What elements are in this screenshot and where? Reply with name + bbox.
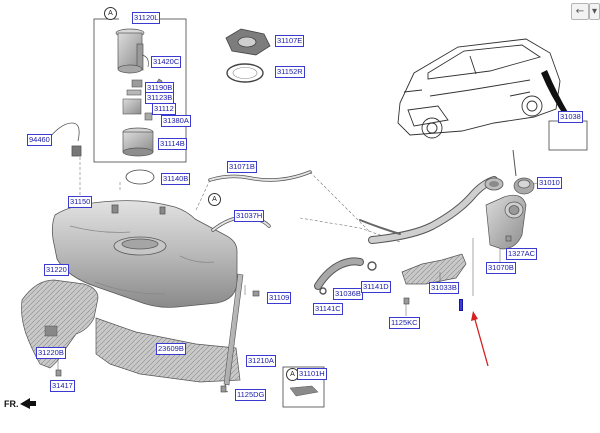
part-label-31101h[interactable]: 31101H <box>297 368 327 380</box>
tank-strap <box>223 273 244 386</box>
part-31112 <box>122 98 142 115</box>
part-label-31417[interactable]: 31417 <box>50 380 75 392</box>
part-label-31120l[interactable]: 31120L <box>132 12 161 24</box>
part-31114b <box>122 127 154 157</box>
part-94460 <box>49 122 82 157</box>
part-label-31152r[interactable]: 31152R <box>275 66 305 78</box>
part-label-highlighted[interactable] <box>459 299 463 311</box>
part-label-94460[interactable]: 94460 <box>27 134 52 146</box>
part-label-1327ac[interactable]: 1327AC <box>506 248 538 260</box>
highlight-arrow <box>471 311 489 367</box>
filler-housing <box>485 194 527 250</box>
clip-31109 <box>252 290 260 297</box>
front-direction-arrow <box>20 398 36 409</box>
part-31190b <box>131 79 143 88</box>
part-label-23609b[interactable]: 23609B <box>156 343 186 355</box>
filler-area-callout <box>541 70 569 117</box>
part-label-31107e[interactable]: 31107E <box>275 35 305 47</box>
bolt-1125kc <box>403 297 410 305</box>
part-label-31112[interactable]: 31112 <box>152 103 176 115</box>
part-label-31010[interactable]: 31010 <box>537 177 562 189</box>
fuel-cap <box>513 177 535 195</box>
part-label-31033b[interactable]: 31033B <box>429 282 459 294</box>
part-label-1125dg[interactable]: 1125DG <box>235 389 267 401</box>
part-31140b-ring <box>125 169 155 185</box>
vehicle-illustration <box>397 38 561 139</box>
part-31038-box <box>548 120 588 151</box>
part-label-31140b[interactable]: 31140B <box>161 173 191 185</box>
part-label-31380a[interactable]: 31380A <box>161 115 191 127</box>
part-label-31141d[interactable]: 31141D <box>361 281 391 293</box>
part-label-31220b[interactable]: 31220B <box>36 347 66 359</box>
fuel-pump-module <box>115 28 149 74</box>
part-label-31150[interactable]: 31150 <box>68 196 93 208</box>
part-label-31109[interactable]: 31109 <box>267 292 292 304</box>
back-button[interactable]: ← <box>571 3 589 20</box>
part-label-31036b[interactable]: 31036B <box>333 288 363 300</box>
part-label-31070b[interactable]: 31070B <box>486 262 516 274</box>
leader-lines <box>79 150 401 243</box>
nut-31417 <box>55 369 62 377</box>
filler-bracket <box>401 253 467 285</box>
part-label-31114b[interactable]: 31114B <box>158 138 187 150</box>
menu-button[interactable]: ▾ <box>589 3 600 20</box>
part-label-31220[interactable]: 31220 <box>44 264 69 276</box>
part-label-31420c[interactable]: 31420C <box>151 56 182 68</box>
callout-a-top: A <box>104 7 117 20</box>
part-31152r <box>226 63 264 83</box>
screw-1327ac <box>505 235 512 242</box>
filler-neck-pipe <box>359 176 498 244</box>
part-label-31071b[interactable]: 31071B <box>227 161 257 173</box>
part-31107e <box>225 28 271 56</box>
part-label-31038[interactable]: 31038 <box>558 111 583 123</box>
part-label-31210a[interactable]: 31210A <box>246 355 276 367</box>
part-31123b <box>126 89 142 96</box>
part-label-1125kc[interactable]: 1125KC <box>389 317 420 329</box>
front-direction-label: FR. <box>4 399 19 409</box>
heat-shield <box>21 279 99 369</box>
part-label-31141c[interactable]: 31141C <box>313 303 343 315</box>
bolt-1125dg <box>220 385 227 393</box>
part-label-31037h[interactable]: 31037H <box>234 210 265 222</box>
filler-hose <box>314 257 364 290</box>
callout-a-tube: A <box>208 193 221 206</box>
